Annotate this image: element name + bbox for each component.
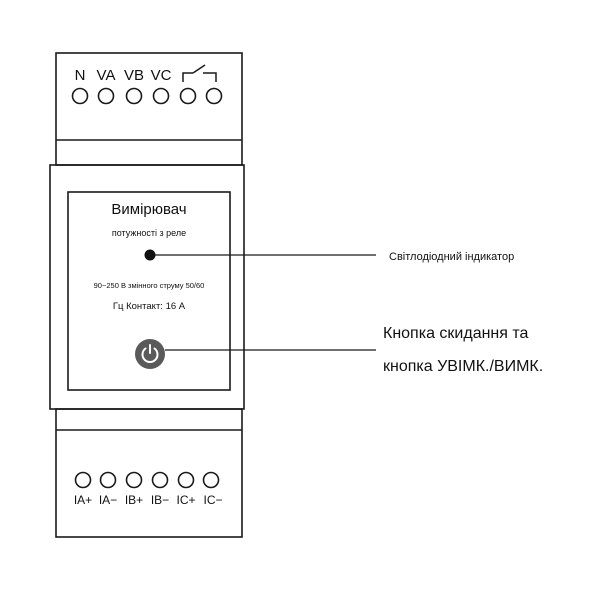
button-callout-label-line1: Кнопка скидання та: [383, 325, 529, 342]
top-terminal-labels: N VA VB VC: [75, 64, 217, 84]
terminal-screw: [152, 87, 170, 105]
button-callout-label-line2: кнопка УВІМК./ВИМК.: [383, 358, 543, 375]
terminal-screw: [99, 471, 117, 489]
terminal-label-vb: VB: [124, 67, 144, 84]
power-icon: [141, 344, 159, 363]
terminal-screw: [179, 87, 197, 105]
terminal-screw: [151, 471, 169, 489]
led-dot-icon: [144, 249, 156, 261]
front-panel: [67, 191, 231, 391]
top-terminals: [71, 87, 223, 105]
panel-subtitle: потужності з реле: [112, 228, 186, 238]
terminal-screw: [74, 471, 92, 489]
terminal-screw: [125, 471, 143, 489]
led-callout-label: Світлодіодний індикатор: [389, 251, 514, 263]
bottom-terminals: [74, 471, 220, 489]
terminal-label-ia-plus: IA+: [74, 493, 92, 507]
terminal-screw: [97, 87, 115, 105]
relay-contact-icon: [182, 64, 217, 82]
terminal-label-n: N: [75, 67, 86, 84]
panel-contact-spec: Гц Контакт: 16 А: [113, 301, 186, 312]
terminal-label-ic-minus: IC−: [203, 493, 222, 507]
panel-voltage-spec: 90~250 В змінного струму 50/60: [94, 281, 205, 290]
panel-title: Вимірювач: [111, 201, 186, 218]
terminal-screw: [202, 471, 220, 489]
terminal-label-ia-minus: IA−: [99, 493, 117, 507]
terminal-label-ib-minus: IB−: [151, 493, 169, 507]
terminal-screw: [71, 87, 89, 105]
terminal-screw: [205, 87, 223, 105]
terminal-screw: [125, 87, 143, 105]
terminal-screw: [177, 471, 195, 489]
terminal-label-ib-plus: IB+: [125, 493, 143, 507]
terminal-label-ic-plus: IC+: [176, 493, 195, 507]
bottom-terminal-labels: IA+ IA− IB+ IB− IC+ IC−: [74, 493, 223, 507]
terminal-label-va: VA: [97, 67, 116, 84]
power-button[interactable]: [135, 339, 165, 369]
terminal-label-vc: VC: [151, 67, 172, 84]
device-body: [49, 52, 245, 538]
